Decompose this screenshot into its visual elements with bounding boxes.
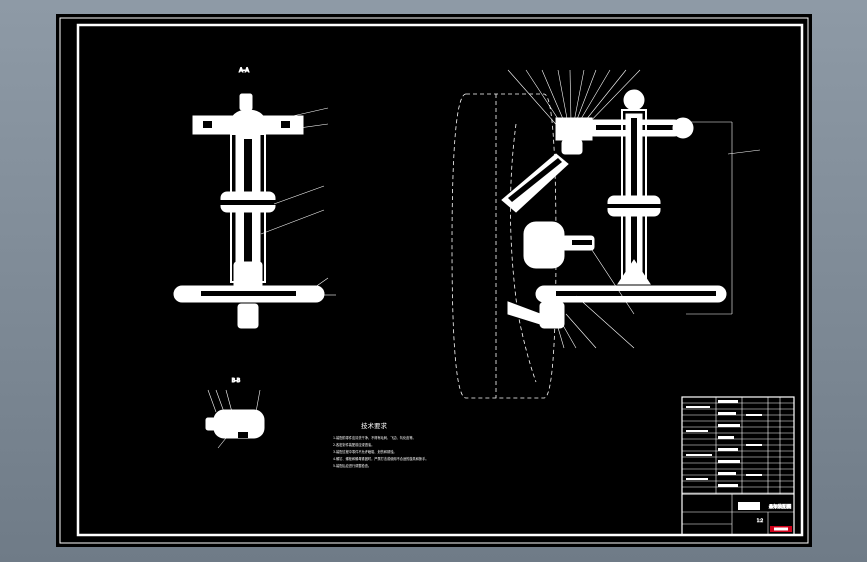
note-line-5: 5.装配后应进行调整检查。 — [333, 463, 371, 468]
outer-border — [59, 17, 809, 544]
lower-control-arm — [507, 285, 727, 329]
strut-column — [606, 109, 662, 285]
upper-arm-boss — [227, 109, 269, 135]
bottom-stub — [237, 303, 259, 329]
inner-border — [76, 23, 804, 537]
steering-knuckle — [523, 221, 595, 269]
title-block: 悬架装配图 1:2 — [681, 396, 795, 536]
drawing-sheet: A-A B-B — [56, 14, 812, 547]
technical-notes: 技术要求 1.装配前零件应清洗干净，不得有毛刺、飞边、氧化皮等。 2.各密封件装… — [333, 421, 428, 468]
cad-drawing: A-A B-B — [59, 17, 809, 544]
dimension-lines — [686, 121, 761, 315]
drawing-scale: 1:2 — [757, 518, 764, 523]
notes-heading: 技术要求 — [361, 421, 388, 430]
top-mount — [623, 89, 645, 111]
drawing-name: 悬架装配图 — [769, 503, 792, 510]
left-view: A-A — [173, 67, 336, 329]
tie-rod — [501, 153, 569, 213]
note-line-1: 1.装配前零件应清洗干净，不得有毛刺、飞边、氧化皮等。 — [333, 435, 416, 440]
note-line-3: 3.装配过程中零件不允许磕碰、划伤和锈蚀。 — [333, 449, 397, 454]
detail-view: B-B — [205, 378, 265, 449]
top-hub — [239, 93, 253, 111]
note-line-4: 4.螺钉、螺栓和螺母紧固时，严禁打击或使用不合适的旋具和扳手。 — [333, 456, 428, 461]
note-line-2: 2.各密封件装配前应浸透油。 — [333, 442, 374, 447]
left-view-label: A-A — [239, 67, 250, 74]
lower-hub — [233, 261, 263, 289]
right-view — [451, 69, 761, 399]
detail-view-label: B-B — [232, 378, 241, 384]
upper-control-arm — [555, 89, 694, 155]
